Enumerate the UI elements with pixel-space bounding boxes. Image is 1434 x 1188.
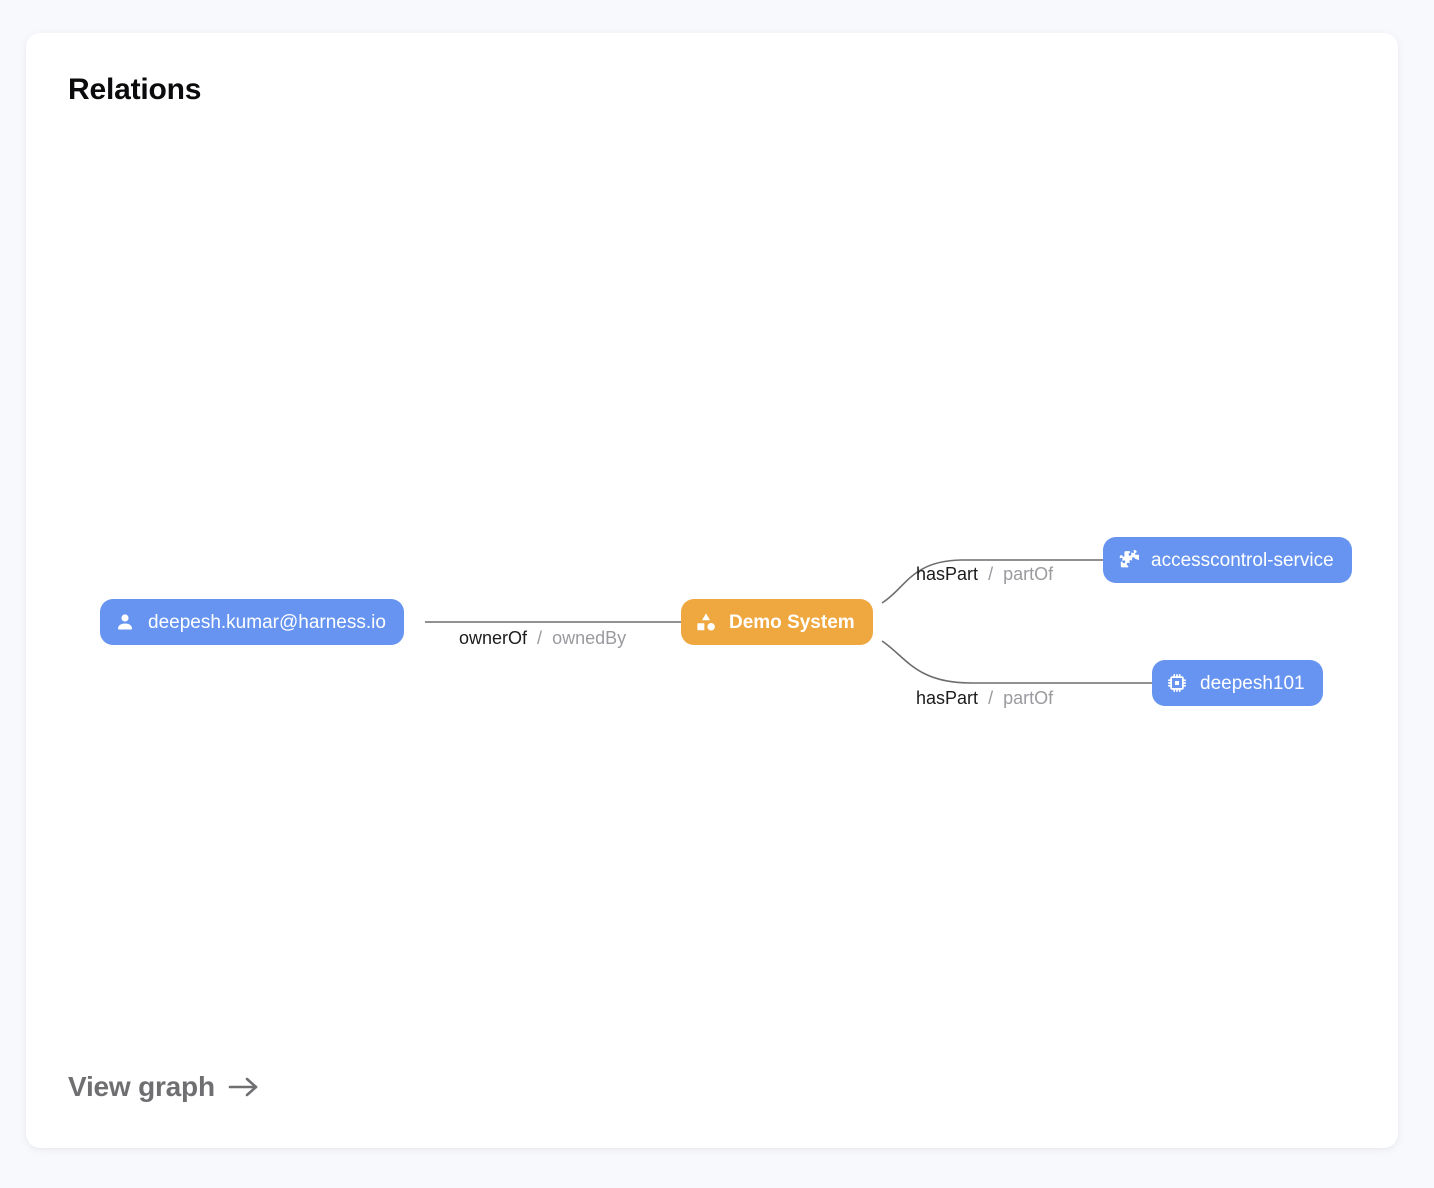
edge-haspart-1-line [881, 559, 1103, 604]
relations-card: Relations deepesh.kumar@harness.io [26, 33, 1398, 1148]
edge-label-owner-reverse: ownedBy [552, 628, 627, 648]
edge-label-haspart-1-separator: / [983, 564, 999, 584]
view-graph-link[interactable]: View graph [68, 1073, 261, 1101]
edge-label-haspart-1-reverse: partOf [1003, 564, 1054, 584]
page-title: Relations [68, 73, 202, 106]
graph-node-deepesh101[interactable]: deepesh101 [1152, 660, 1323, 706]
relations-graph: deepesh.kumar@harness.io Demo System [26, 133, 1398, 1053]
edge-label-owner-forward: ownerOf [459, 628, 528, 648]
edge-label-haspart-2: hasPart / partOf [916, 689, 1053, 707]
edge-label-haspart-2-reverse: partOf [1003, 688, 1054, 708]
graph-node-accesscontrol-service[interactable]: accesscontrol-service [1103, 537, 1352, 583]
puzzle-piece-icon [1117, 549, 1139, 571]
graph-node-user[interactable]: deepesh.kumar@harness.io [100, 599, 404, 645]
view-graph-label: View graph [68, 1071, 215, 1102]
graph-node-system[interactable]: Demo System [681, 599, 873, 645]
graph-node-system-label: Demo System [729, 611, 855, 633]
edge-haspart-2-line [881, 640, 1152, 684]
graph-edges [425, 559, 1152, 684]
edge-label-haspart-1-forward: hasPart [916, 564, 979, 584]
arrow-right-icon [227, 1073, 261, 1101]
graph-node-deepesh101-label: deepesh101 [1200, 672, 1305, 694]
category-icon [695, 611, 717, 633]
chip-icon [1166, 672, 1188, 694]
person-icon [114, 611, 136, 633]
edge-label-owner: ownerOf / ownedBy [459, 629, 626, 647]
edge-label-owner-separator: / [532, 628, 548, 648]
graph-node-user-label: deepesh.kumar@harness.io [148, 611, 386, 633]
edge-label-haspart-1: hasPart / partOf [916, 565, 1053, 583]
graph-node-accesscontrol-service-label: accesscontrol-service [1151, 549, 1334, 571]
edge-label-haspart-2-forward: hasPart [916, 688, 979, 708]
edge-label-haspart-2-separator: / [983, 688, 999, 708]
